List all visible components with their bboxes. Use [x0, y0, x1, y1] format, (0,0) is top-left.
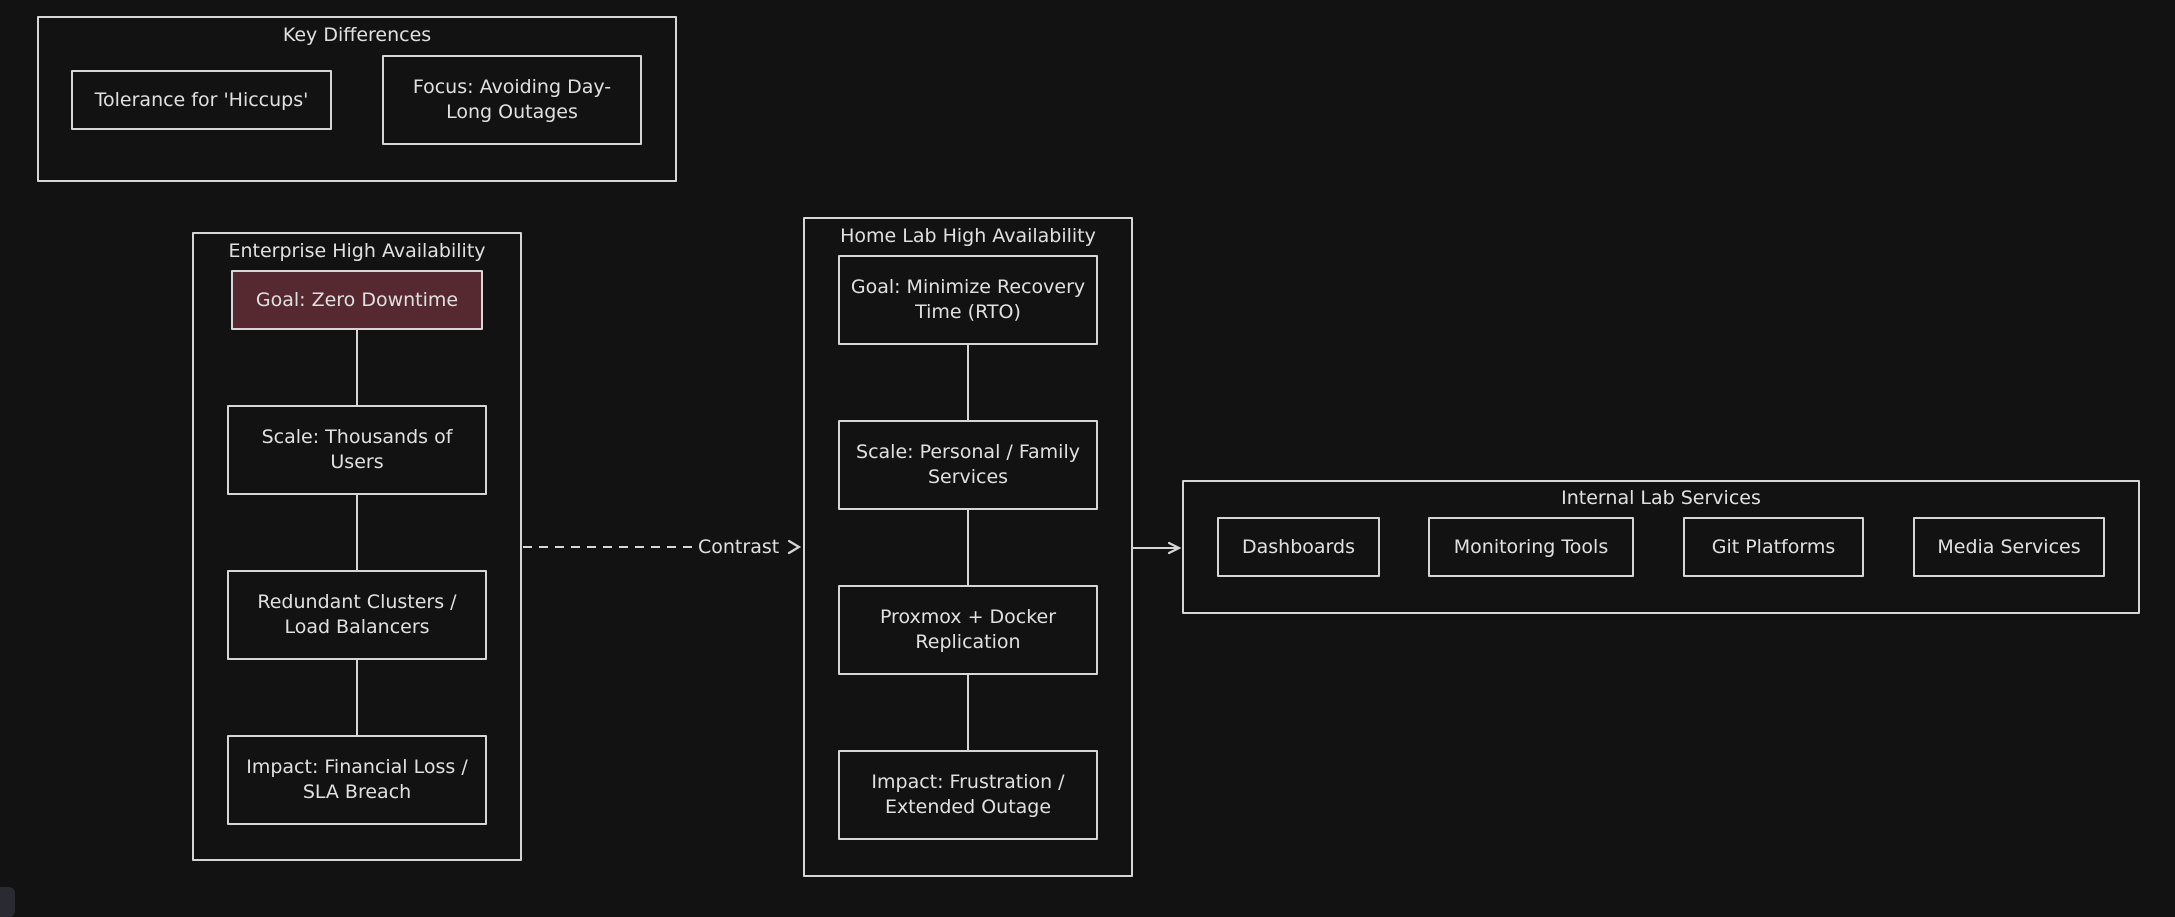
home-lab-ha-group: Home Lab High Availability	[803, 217, 1133, 877]
home-lab-connector	[967, 345, 969, 420]
key-differences-group: Key Differences	[37, 16, 677, 182]
enterprise-impact-node[interactable]: Impact: Financial Loss / SLA Breach	[227, 735, 487, 825]
key-difference-focus[interactable]: Focus: Avoiding Day-Long Outages	[382, 55, 642, 145]
home-lab-connector	[967, 675, 969, 750]
service-dashboards[interactable]: Dashboards	[1217, 517, 1380, 577]
enterprise-goal-node[interactable]: Goal: Zero Downtime	[231, 270, 483, 330]
home-lab-impact-node[interactable]: Impact: Frustration / Extended Outage	[838, 750, 1098, 840]
home-lab-replication-node[interactable]: Proxmox + Docker Replication	[838, 585, 1098, 675]
contrast-arrowhead-icon	[787, 539, 802, 555]
key-difference-tolerance[interactable]: Tolerance for 'Hiccups'	[71, 70, 332, 130]
services-arrowhead-icon	[1167, 541, 1182, 555]
home-lab-goal-node[interactable]: Goal: Minimize Recovery Time (RTO)	[838, 255, 1098, 345]
enterprise-ha-title: Enterprise High Availability	[228, 240, 486, 262]
service-monitoring-tools[interactable]: Monitoring Tools	[1428, 517, 1634, 577]
service-media-services[interactable]: Media Services	[1913, 517, 2105, 577]
home-lab-ha-title: Home Lab High Availability	[840, 225, 1096, 247]
enterprise-connector	[356, 660, 358, 735]
internal-lab-services-group: Internal Lab Services	[1182, 480, 2140, 614]
enterprise-ha-group: Enterprise High Availability	[192, 232, 522, 861]
service-git-platforms[interactable]: Git Platforms	[1683, 517, 1864, 577]
home-lab-connector	[967, 510, 969, 585]
enterprise-connector	[356, 330, 358, 405]
enterprise-connector	[356, 495, 358, 570]
corner-menu-button[interactable]	[0, 887, 15, 917]
key-differences-title: Key Differences	[282, 24, 432, 46]
enterprise-scale-node[interactable]: Scale: Thousands of Users	[227, 405, 487, 495]
enterprise-redundancy-node[interactable]: Redundant Clusters / Load Balancers	[227, 570, 487, 660]
internal-lab-services-title: Internal Lab Services	[1561, 487, 1761, 509]
home-lab-scale-node[interactable]: Scale: Personal / Family Services	[838, 420, 1098, 510]
contrast-edge-label: Contrast	[697, 535, 781, 559]
